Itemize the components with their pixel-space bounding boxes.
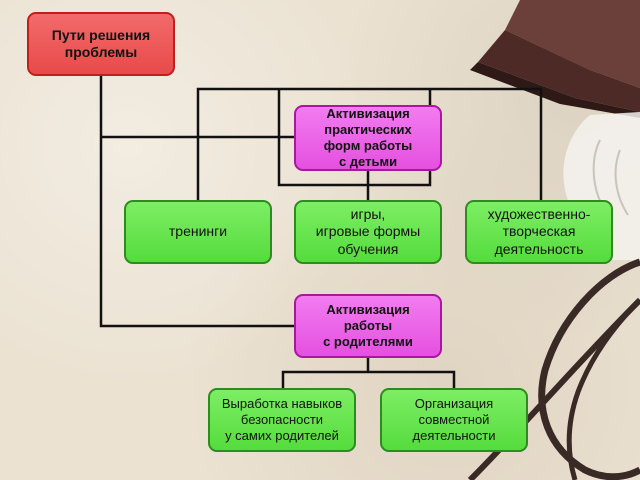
- children-branch-node: Активизация практических форм работы с д…: [294, 105, 442, 171]
- connector-outer-bracket: [196, 87, 543, 200]
- connector-root-spine: [99, 76, 294, 328]
- safety-skills-node: Выработка навыков безопасности у самих р…: [208, 388, 356, 452]
- games-node: игры, игровые формы обучения: [294, 200, 442, 264]
- connector-parents-bracket: [281, 370, 456, 388]
- power-cord: [467, 258, 640, 480]
- parents-branch-node: Активизация работы с родителями: [294, 294, 442, 358]
- trainings-node: тренинги: [124, 200, 272, 264]
- lamp-shade: [470, 0, 640, 118]
- joint-activity-node: Организация совместной деятельности: [380, 388, 528, 452]
- art-activity-node: художественно- творческая деятельность: [465, 200, 613, 264]
- root-node: Пути решения проблемы: [27, 12, 175, 76]
